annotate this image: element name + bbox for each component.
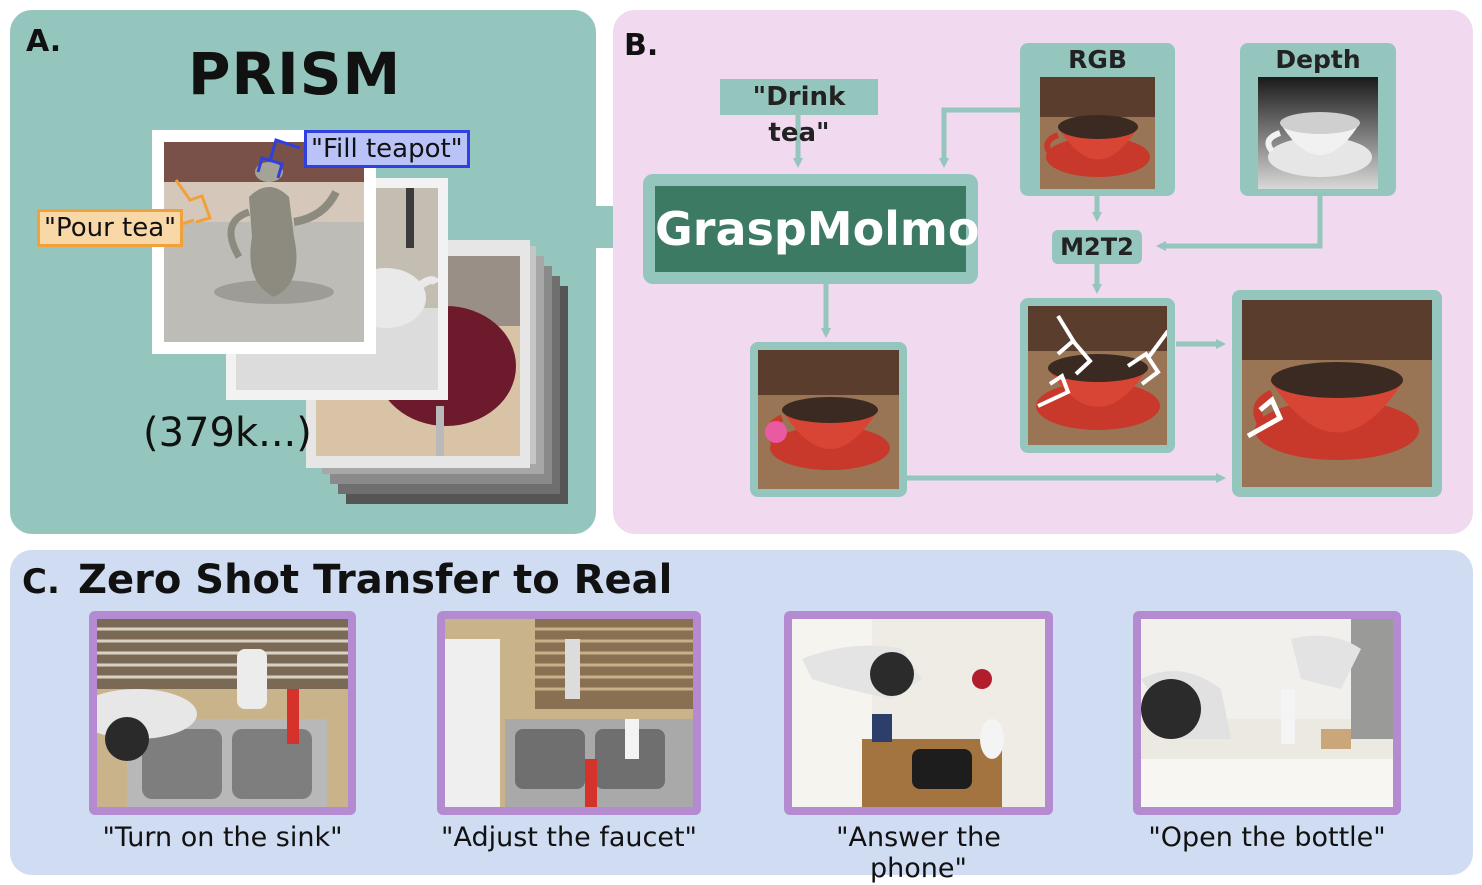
depth-label: Depth: [1275, 45, 1361, 74]
panel-c-letter: C.: [22, 562, 60, 602]
fill-teapot-label: "Fill teapot": [304, 130, 470, 168]
depth-input-box: Depth: [1240, 43, 1396, 196]
graspmolmo-inner: GraspMolmo: [655, 186, 980, 272]
point-prediction-image: [758, 350, 899, 489]
real-photo-phone: [792, 619, 1045, 807]
rgb-input-box: RGB: [1020, 43, 1175, 196]
m2t2-tag: M2T2: [1052, 230, 1142, 264]
panel-a-letter: A.: [26, 24, 62, 59]
selected-grasp-box: [1232, 290, 1442, 497]
real-photo-frame-sink: [89, 611, 356, 815]
caption-sink: "Turn on the sink": [102, 822, 343, 853]
rgb-image: [1040, 77, 1155, 189]
real-photo-bottle: [1141, 619, 1393, 807]
teapot-grasp-markers: [174, 138, 301, 228]
caption-faucet: "Adjust the faucet": [441, 822, 697, 853]
point-prediction-box: [750, 342, 907, 497]
selected-grasp-image: [1242, 300, 1432, 487]
graspmolmo-box: GraspMolmo: [643, 174, 980, 284]
depth-image: [1258, 77, 1378, 189]
m2t2-grasps-box: [1020, 298, 1175, 453]
real-photo-faucet: [445, 619, 693, 807]
panel-c-title: Zero Shot Transfer to Real: [78, 557, 673, 603]
instruction-tag: "Drink tea": [720, 79, 878, 148]
dataset-count: (379k...): [143, 410, 312, 456]
real-photo-frame-phone: [784, 611, 1053, 815]
m2t2-grasps-image: [1028, 306, 1167, 445]
pour-tea-label: "Pour tea": [37, 209, 184, 247]
caption-bottle: "Open the bottle": [1148, 822, 1386, 853]
real-photo-frame-faucet: [437, 611, 701, 815]
real-photo-frame-bottle: [1133, 611, 1401, 815]
prism-title: PRISM: [188, 40, 402, 108]
dataset-image-teapot: [164, 142, 364, 342]
rgb-label: RGB: [1068, 45, 1127, 74]
graspmolmo-label: GraspMolmo: [655, 202, 980, 256]
caption-phone: "Answer the phone": [836, 822, 1001, 884]
real-photo-sink: [97, 619, 348, 807]
panel-b-letter: B.: [624, 28, 659, 63]
